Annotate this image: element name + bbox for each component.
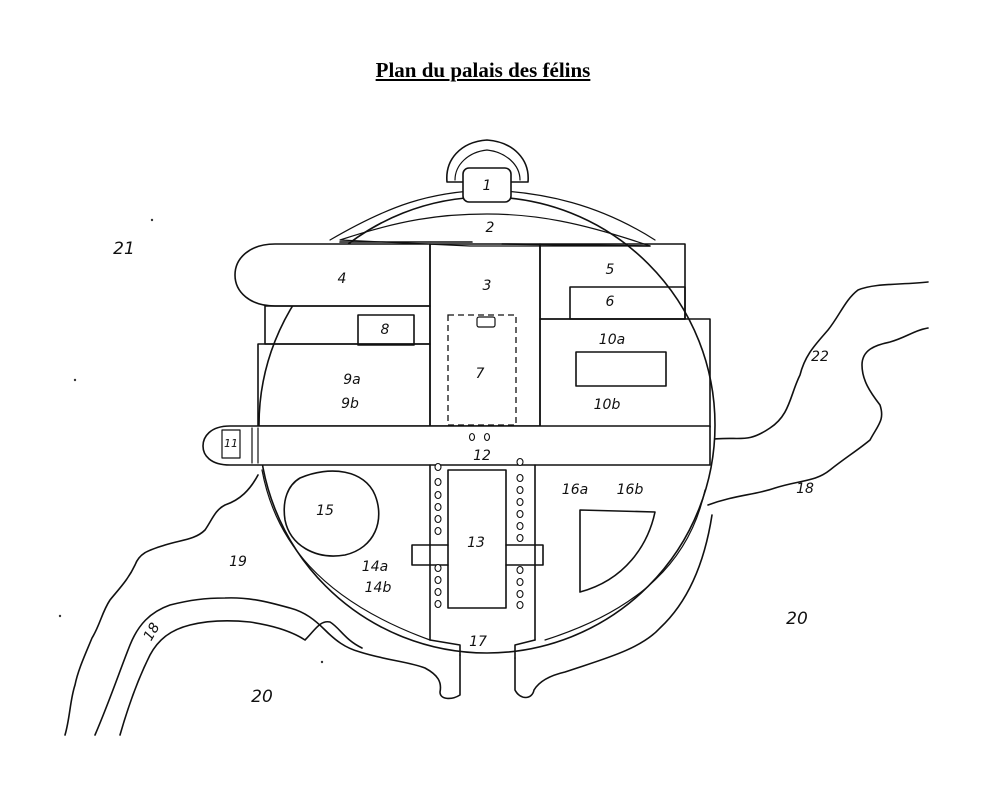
river-bank-bottom-right	[514, 514, 713, 699]
temple-13-east-porch	[505, 544, 544, 566]
west-colonnade	[434, 462, 442, 609]
label-19: 19	[229, 554, 247, 570]
river-left	[64, 474, 461, 736]
label-20-left: 20	[251, 687, 273, 707]
pool-15	[283, 470, 380, 557]
label-12: 12	[473, 448, 491, 464]
southwest-inner-wall	[261, 469, 431, 641]
label-13: 13	[467, 535, 485, 551]
gallery-2	[339, 213, 651, 247]
page-title: Plan du palais des félins	[375, 58, 591, 82]
hall-4	[234, 243, 431, 307]
north-gate	[446, 139, 529, 203]
label-14a: 14a	[362, 559, 388, 575]
avenue-12	[202, 425, 711, 466]
label-1: 1	[483, 178, 492, 194]
label-15: 15	[316, 503, 334, 519]
label-6: 6	[606, 294, 615, 310]
label-9b: 9b	[341, 396, 359, 412]
label-16a: 16a	[562, 482, 588, 498]
label-4: 4	[338, 271, 347, 287]
label-18-right: 18	[796, 481, 814, 497]
label-8: 8	[381, 322, 390, 338]
east-colonnade	[516, 457, 524, 610]
label-20-right: 20	[786, 609, 808, 629]
label-7: 7	[476, 366, 485, 382]
label-17: 17	[469, 634, 487, 650]
label-10a: 10a	[599, 332, 625, 348]
southeast-inner-wall	[544, 489, 706, 641]
label-2: 2	[486, 220, 495, 236]
label-9a: 9a	[343, 372, 361, 388]
basin-10a	[575, 351, 667, 387]
label-22: 22	[811, 349, 829, 365]
label-3: 3	[483, 278, 492, 294]
label-5: 5	[606, 262, 615, 278]
label-21: 21	[113, 239, 135, 259]
label-18-left: 18	[141, 620, 164, 644]
garden-16	[579, 509, 656, 593]
label-14b: 14b	[365, 580, 392, 596]
label-10b: 10b	[594, 397, 621, 413]
river-right	[704, 281, 929, 506]
label-16b: 16b	[617, 482, 644, 498]
room-8	[357, 314, 415, 346]
shrine-11	[221, 429, 241, 459]
temple-13	[447, 469, 507, 609]
columns-12	[468, 432, 491, 442]
label-11: 11	[224, 437, 238, 450]
court-7	[447, 314, 517, 426]
